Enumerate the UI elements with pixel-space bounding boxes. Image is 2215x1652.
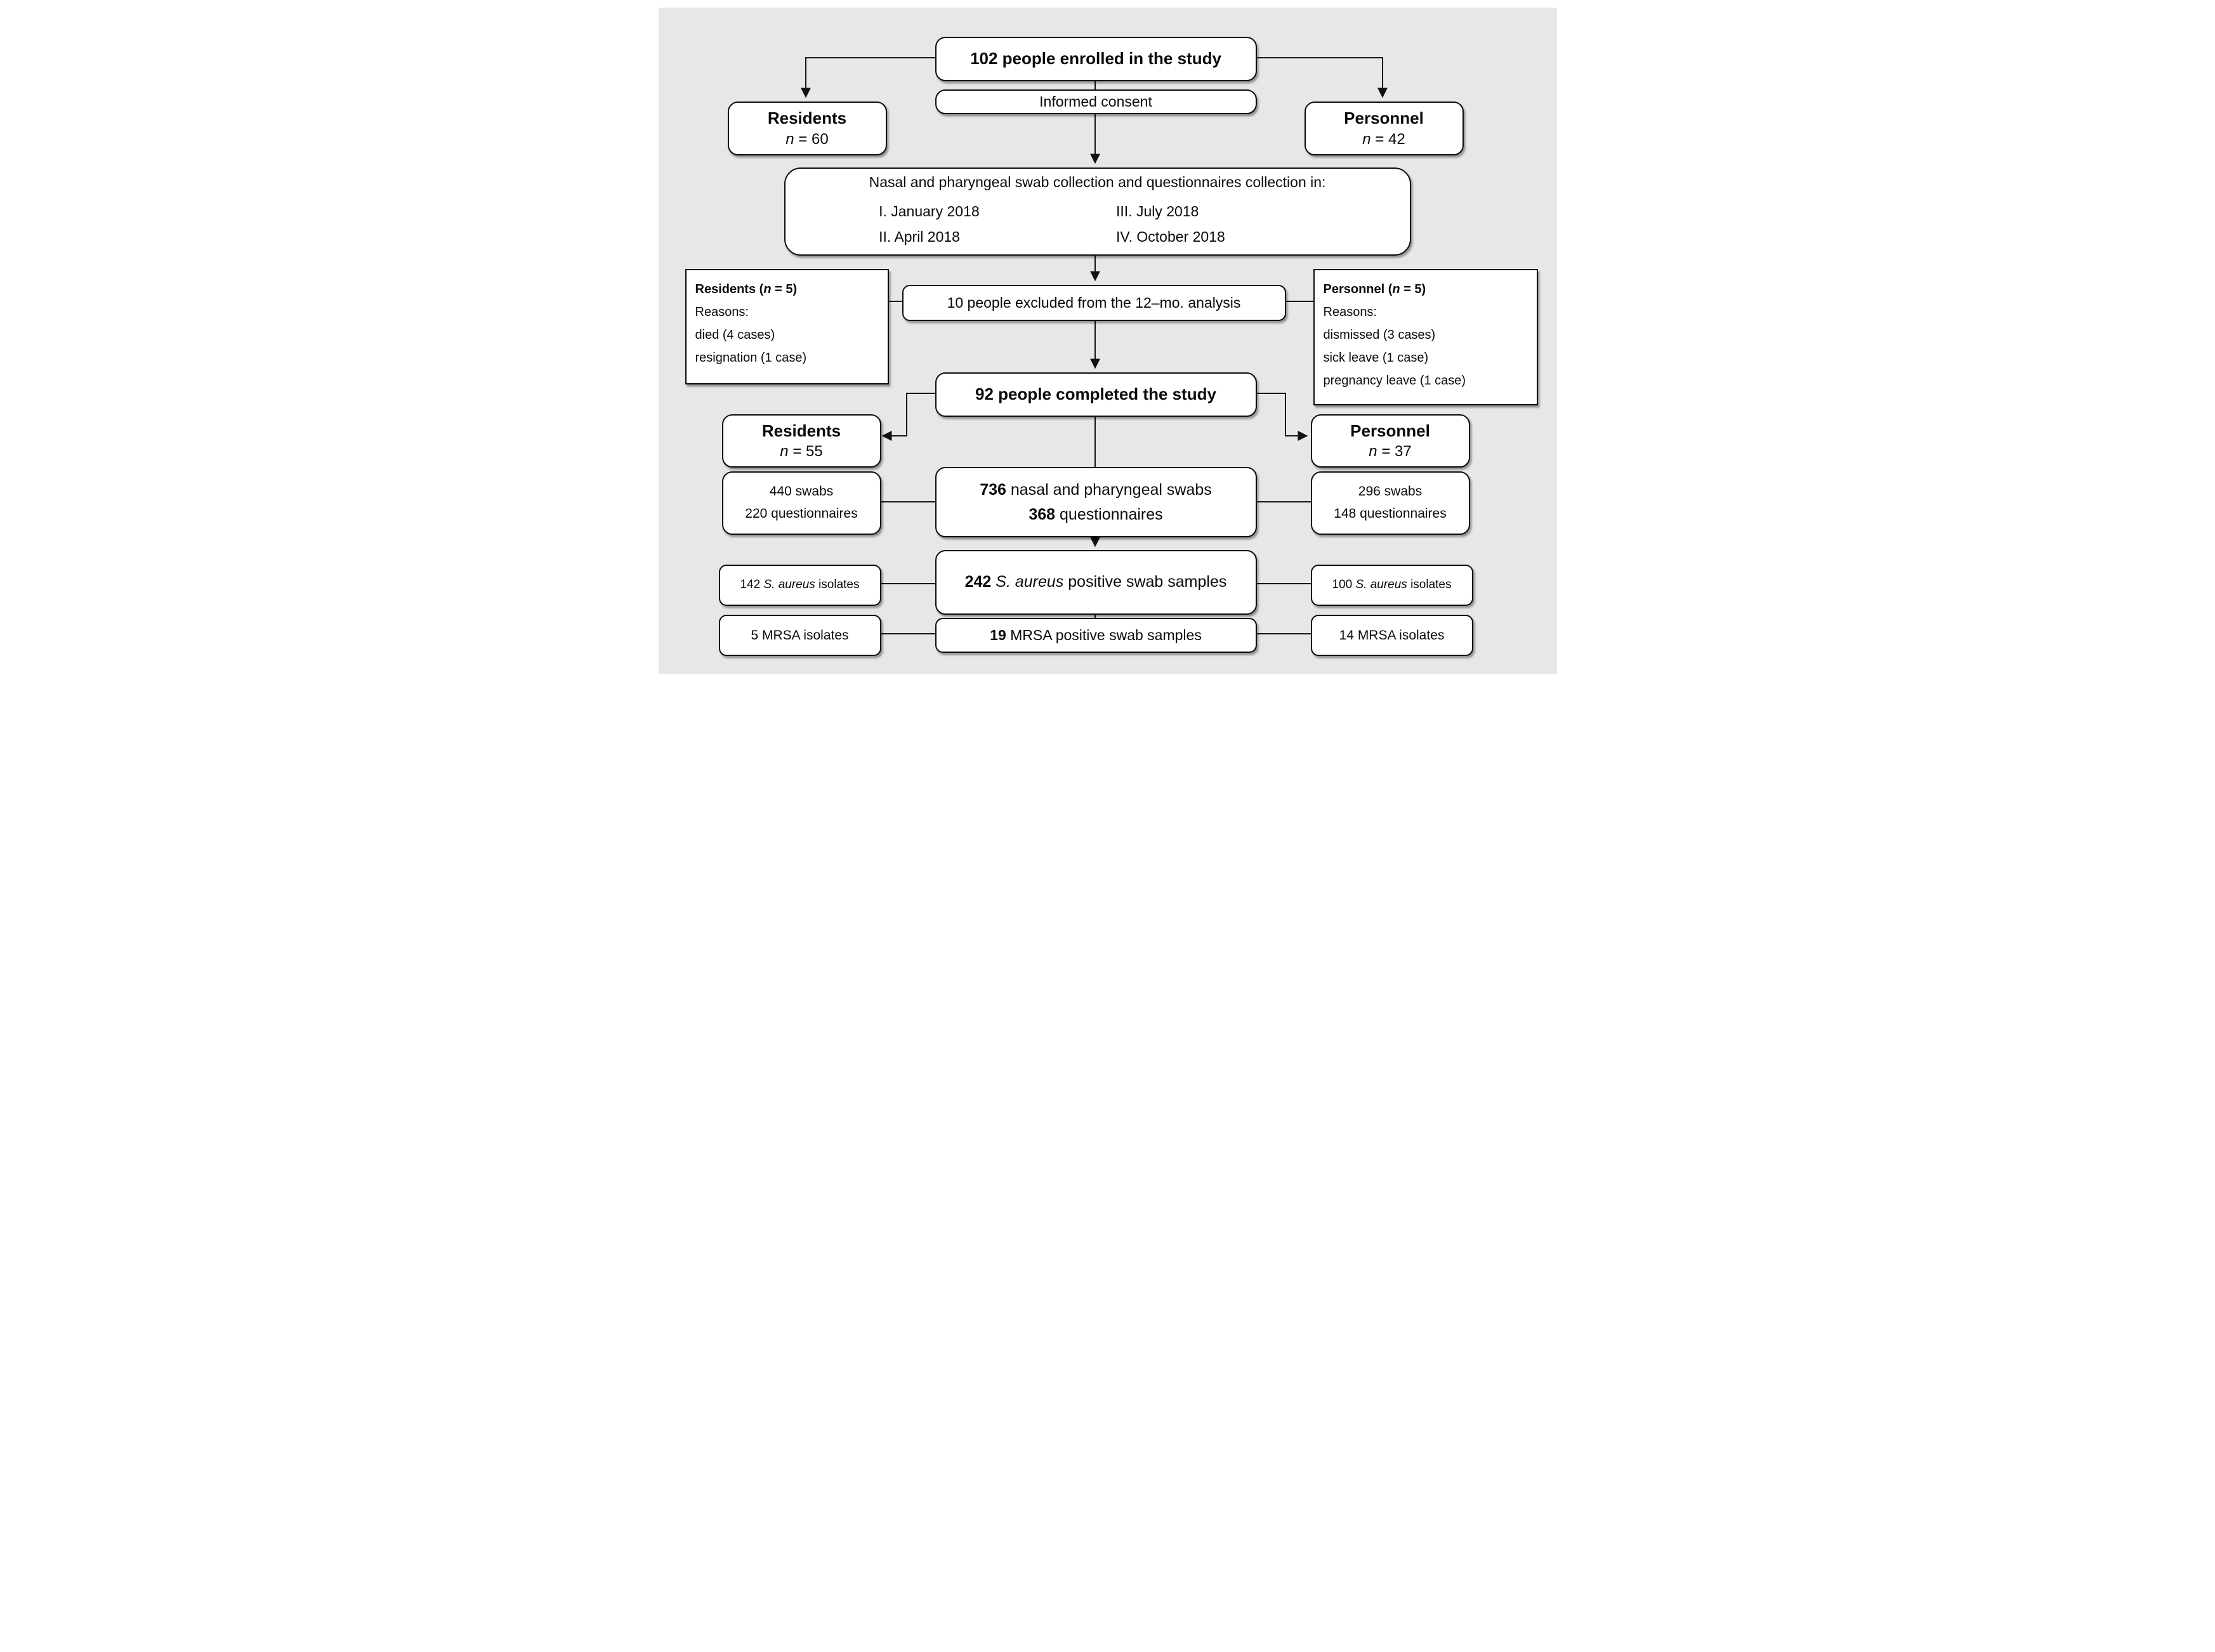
residents-samples-line-1: 440 swabs (769, 484, 834, 499)
node-total-samples: 736 nasal and pharyngeal swabs 368 quest… (935, 467, 1257, 537)
consent-label: Informed consent (1039, 93, 1152, 110)
node-residents-enrolled: Residents n = 60 (727, 102, 887, 155)
node-collection: Nasal and pharyngeal swab collection and… (784, 167, 1411, 256)
residents-aureus-label: 142 S. aureus isolates (740, 578, 860, 592)
residents-excluded-line-1: Reasons: (695, 305, 749, 319)
collection-schedule: I. January 2018 II. April 2018 III. July… (785, 199, 1410, 250)
residents-excluded-line-3: resignation (1 case) (695, 351, 807, 365)
node-enrolled: 102 people enrolled in the study (935, 37, 1257, 81)
personnel-completed-count: n = 37 (1369, 443, 1412, 461)
personnel-enrolled-count: n = 42 (1362, 130, 1405, 148)
residents-excluded-line-2: died (4 cases) (695, 328, 775, 342)
collection-item-1: I. January 2018 (879, 203, 980, 220)
node-mrsa-positive: 19 MRSA positive swab samples (935, 618, 1257, 653)
personnel-excluded-line-1: Reasons: (1323, 305, 1377, 319)
personnel-excluded-title: Personnel (n = 5) (1323, 282, 1426, 296)
total-swabs-line: 736 nasal and pharyngeal swabs (980, 480, 1212, 499)
personnel-excluded-line-3: sick leave (1 case) (1323, 351, 1429, 365)
total-questionnaires-line: 368 questionnaires (1029, 505, 1163, 523)
node-residents-aureus-isolates: 142 S. aureus isolates (718, 565, 881, 606)
excluded-label: 10 people excluded from the 12–mo. analy… (947, 294, 1241, 311)
node-personnel-excluded-reasons: Personnel (n = 5) Reasons: dismissed (3 … (1313, 269, 1538, 405)
residents-completed-count: n = 55 (780, 443, 823, 461)
enrolled-label: 102 people enrolled in the study (970, 49, 1221, 69)
personnel-excluded-line-4: pregnancy leave (1 case) (1323, 374, 1466, 388)
collection-intro: Nasal and pharyngeal swab collection and… (869, 174, 1326, 191)
mrsa-positive-label: 19 MRSA positive swab samples (990, 626, 1202, 643)
personnel-mrsa-label: 14 MRSA isolates (1339, 627, 1445, 643)
personnel-aureus-label: 100 S. aureus isolates (1332, 578, 1452, 592)
personnel-completed-title: Personnel (1350, 421, 1430, 440)
residents-mrsa-label: 5 MRSA isolates (751, 627, 849, 643)
personnel-samples-line-1: 296 swabs (1358, 484, 1423, 499)
collection-item-3: III. July 2018 (1116, 203, 1199, 220)
node-personnel-completed: Personnel n = 37 (1310, 414, 1470, 468)
node-residents-excluded-reasons: Residents (n = 5) Reasons: died (4 cases… (685, 269, 889, 384)
node-personnel-enrolled: Personnel n = 42 (1304, 102, 1464, 155)
collection-item-2: II. April 2018 (879, 228, 960, 246)
residents-enrolled-count: n = 60 (785, 130, 829, 148)
residents-enrolled-title: Residents (767, 108, 847, 128)
personnel-samples-line-2: 148 questionnaires (1334, 506, 1447, 521)
node-completed: 92 people completed the study (935, 372, 1257, 417)
personnel-excluded-line-2: dismissed (3 cases) (1323, 328, 1436, 342)
collection-col1: I. January 2018 II. April 2018 (879, 199, 1116, 250)
aureus-positive-label: 242 S. aureus positive swab samples (964, 573, 1227, 591)
node-personnel-aureus-isolates: 100 S. aureus isolates (1310, 565, 1473, 606)
residents-completed-title: Residents (761, 421, 841, 440)
collection-col2: III. July 2018 IV. October 2018 (1116, 199, 1409, 250)
residents-samples-line-2: 220 questionnaires (745, 506, 858, 521)
personnel-enrolled-title: Personnel (1344, 108, 1424, 128)
node-excluded: 10 people excluded from the 12–mo. analy… (902, 285, 1286, 321)
node-residents-completed: Residents n = 55 (721, 414, 881, 468)
node-informed-consent: Informed consent (935, 89, 1257, 114)
node-residents-samples: 440 swabs 220 questionnaires (721, 471, 881, 535)
collection-item-4: IV. October 2018 (1116, 228, 1225, 246)
residents-excluded-title: Residents (n = 5) (695, 282, 798, 296)
study-flow-diagram: 102 people enrolled in the study Informe… (650, 0, 1565, 681)
node-aureus-positive: 242 S. aureus positive swab samples (935, 550, 1257, 615)
node-residents-mrsa-isolates: 5 MRSA isolates (718, 615, 881, 656)
node-personnel-mrsa-isolates: 14 MRSA isolates (1310, 615, 1473, 656)
completed-label: 92 people completed the study (975, 384, 1216, 404)
node-personnel-samples: 296 swabs 148 questionnaires (1310, 471, 1470, 535)
